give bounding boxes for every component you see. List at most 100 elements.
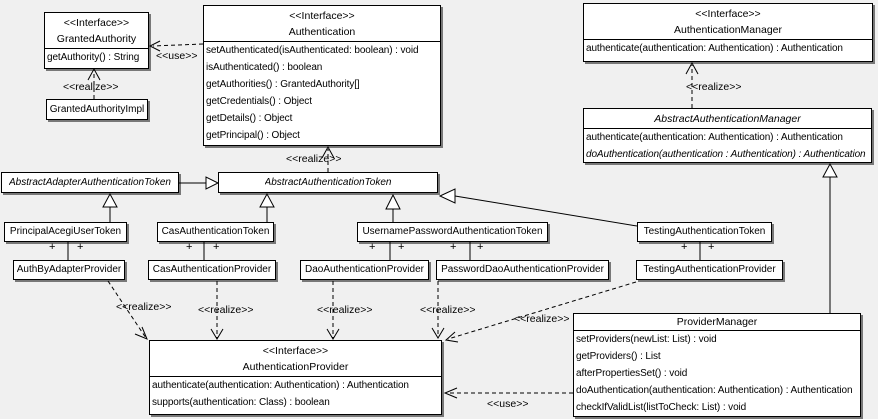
method: getProviders() : List [576, 351, 661, 362]
method: doAuthentication(authentication : Authen… [586, 149, 866, 160]
method: getAuthority() : String [47, 52, 140, 63]
method-compartment: setAuthenticated(isAuthenticated: boolea… [204, 41, 440, 144]
realize-label: <<realize>> [63, 81, 119, 93]
arrowhead-triangle [438, 188, 456, 204]
method: getPrincipal() : Object [206, 130, 300, 141]
arrowhead-open [148, 40, 161, 52]
class-auth-by-adapter-provider[interactable]: AuthByAdapterProvider [13, 260, 125, 280]
class-principal-acegi-user-token[interactable]: PrincipalAcegiUserToken [4, 222, 127, 242]
realize-label: <<realize>> [286, 153, 342, 165]
class-name: CasAuthenticationToken [161, 226, 270, 237]
method-compartment: getAuthority() : String [45, 48, 148, 66]
class-dao-authentication-provider[interactable]: DaoAuthenticationProvider [300, 260, 429, 280]
method: getCredentials() : Object [206, 96, 312, 107]
class-name: PrincipalAcegiUserToken [9, 226, 122, 237]
class-granted-authority[interactable]: <<Interface>> GrantedAuthority getAuthor… [44, 12, 149, 69]
class-authentication-provider[interactable]: <<Interface>> AuthenticationProvider aut… [149, 340, 442, 415]
multiplicity-plus: + [450, 241, 457, 253]
arrowhead-open [321, 145, 335, 159]
method: getAuthorities() : GrantedAuthority[] [206, 79, 360, 90]
multiplicity-plus: + [213, 241, 220, 253]
method: setProviders(newList: List) : void [576, 334, 717, 345]
realize-label: <<realize>> [420, 304, 476, 316]
class-name: ProviderManager [676, 316, 758, 328]
use-label: <<use>> [487, 398, 529, 410]
class-abstract-authentication-manager[interactable]: AbstractAuthenticationManager authentica… [583, 108, 872, 163]
class-abstract-authentication-token[interactable]: AbstractAuthenticationToken [218, 172, 438, 193]
stereotype: <<Interface>> [695, 8, 761, 20]
class-name: AuthByAdapterProvider [16, 264, 122, 275]
class-name: PasswordDaoAuthenticationProvider [441, 264, 604, 275]
class-title: <<Interface>> AuthenticationManager [584, 4, 872, 39]
multiplicity-plus: + [369, 241, 376, 253]
class-name: TestingAuthenticationProvider [643, 264, 776, 275]
multiplicity-plus: + [477, 241, 484, 253]
method: doAuthentication(authentication: Authent… [576, 385, 853, 396]
realize-label: <<realize>> [116, 301, 172, 313]
method: getDetails() : Object [206, 113, 293, 124]
stereotype: <<Interface>> [262, 345, 329, 357]
method-compartment: authenticate(authentication: Authenticat… [150, 376, 441, 411]
class-name: GrantedAuthority [56, 33, 137, 45]
multiplicity-plus: + [77, 241, 84, 253]
class-testing-authentication-provider[interactable]: TestingAuthenticationProvider [636, 260, 783, 280]
edge-generalize-testingauthenticationtoken[interactable] [454, 195, 638, 227]
arrowhead-triangle [259, 192, 275, 208]
class-title: <<Interface>> Authentication [204, 6, 440, 41]
class-name: TestingAuthenticationToken [643, 226, 766, 237]
multiplicity-plus: + [681, 241, 688, 253]
method: supports(authentication: Class) : boolea… [152, 397, 330, 408]
multiplicity-plus: + [186, 241, 193, 253]
class-granted-authority-impl[interactable]: GrantedAuthorityImpl [46, 99, 148, 120]
arrowhead-open [685, 61, 699, 75]
arrowhead-triangle [102, 192, 118, 208]
method: authenticate(authentication: Authenticat… [152, 380, 409, 391]
multiplicity-plus: + [49, 241, 56, 253]
class-cas-authentication-provider[interactable]: CasAuthenticationProvider [148, 260, 276, 280]
method-compartment: authenticate(authentication: Authenticat… [584, 128, 871, 162]
class-password-dao-authentication-provider[interactable]: PasswordDaoAuthenticationProvider [436, 260, 609, 280]
class-name: AbstractAdapterAuthenticationToken [9, 176, 171, 188]
class-name: Authentication [288, 26, 356, 38]
class-title: AbstractAuthenticationManager [584, 109, 871, 128]
arrowhead-triangle [822, 162, 838, 178]
class-abstract-adapter-authentication-token[interactable]: AbstractAdapterAuthenticationToken [1, 172, 179, 193]
arrowhead-open [326, 328, 340, 340]
edge-use-authentication-grantedauthority[interactable] [152, 43, 204, 47]
class-title: <<Interface>> GrantedAuthority [45, 13, 148, 48]
edge-realize-authbyadapterprovider[interactable] [107, 280, 147, 339]
class-title: <<Interface>> AuthenticationProvider [150, 341, 441, 376]
class-title: ProviderManager [574, 314, 860, 330]
method: afterPropertiesSet() : void [576, 368, 688, 379]
class-authentication[interactable]: <<Interface>> Authentication setAuthenti… [203, 5, 441, 146]
class-name: CasAuthenticationProvider [152, 264, 272, 275]
method: setAuthenticated(isAuthenticated: boolea… [206, 45, 419, 56]
arrowhead-open [444, 331, 459, 343]
use-label: <<use>> [156, 50, 198, 62]
method: isAuthenticated() : boolean [206, 62, 323, 73]
class-name: AuthenticationProvider [242, 361, 349, 373]
method: authenticate(authentication: Authenticat… [586, 132, 843, 143]
edge-realize-testingauthenticationprovider[interactable] [447, 281, 637, 340]
class-username-password-authentication-token[interactable]: UsernamePasswordAuthenticationToken [357, 222, 548, 242]
class-cas-authentication-token[interactable]: CasAuthenticationToken [157, 222, 274, 242]
class-name: DaoAuthenticationProvider [305, 264, 424, 275]
arrowhead-open [134, 326, 148, 340]
multiplicity-plus: + [398, 241, 405, 253]
realize-label: <<realize>> [686, 81, 742, 93]
arrowhead-triangle [385, 193, 401, 210]
class-name: GrantedAuthorityImpl [49, 103, 145, 115]
class-authentication-manager[interactable]: <<Interface>> AuthenticationManager auth… [583, 3, 873, 62]
class-testing-authentication-token[interactable]: TestingAuthenticationToken [637, 222, 772, 242]
stereotype: <<Interface>> [63, 17, 130, 29]
arrowhead-triangle [205, 176, 220, 190]
arrowhead-open [210, 328, 224, 340]
method: authenticate(authentication: Authenticat… [586, 43, 843, 54]
realize-label: <<realize>> [317, 304, 373, 316]
class-name: AuthenticationManager [674, 24, 782, 36]
realize-label: <<realize>> [514, 313, 570, 325]
method-compartment: setProviders(newList: List) : void getPr… [574, 330, 860, 416]
class-provider-manager[interactable]: ProviderManager setProviders(newList: Li… [573, 313, 861, 417]
multiplicity-plus: + [708, 241, 715, 253]
